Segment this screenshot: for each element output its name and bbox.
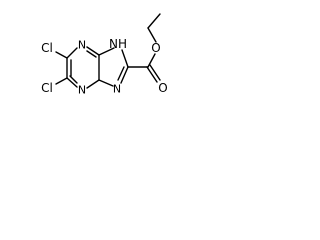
bond-c4a-n-bottom [86,79,100,89]
bond-o-ester-ch2 [147,27,157,43]
o-carbonyl-label: O [158,81,167,95]
bond-n-top-c8a [86,46,100,56]
bond-c2-n-double [117,66,125,81]
nh-imidazole-label: NH [109,37,127,51]
bond-c8a-nh [98,47,115,56]
bond-c6-n-top [66,47,78,59]
o-ester-label: O [151,41,160,55]
bond-c6-cl-top [55,51,68,59]
bond-c5-cl-bottom [55,77,68,85]
atom-labels: Cl Cl N N NH N O O [41,37,168,97]
bond-carbonyl-c-o-ester [147,53,156,68]
bond-n-top-c8a-double [86,50,97,58]
bond-ch2-ch3 [147,13,161,29]
cl-top-label: Cl [41,41,53,55]
bond-carbonyl-c-o-double-a [146,66,158,83]
n-pyrazine-bottom-label: N [78,84,86,97]
bond-nh-c2 [121,49,129,68]
bond-n-bottom-c5-double [69,75,78,84]
bond-n-bottom-c5 [66,77,78,88]
bond-carbonyl-c-o-double-b [149,64,161,81]
cl-bottom-label: Cl [41,81,53,95]
bond-c2-n [120,66,129,84]
bond-n-c4a [98,79,114,87]
chemical-structure-diagram: Cl Cl N N NH N O O [41,13,168,97]
n-imidazole-label: N [113,83,121,96]
n-pyrazine-top-label: N [78,39,86,52]
bonds [55,13,161,89]
